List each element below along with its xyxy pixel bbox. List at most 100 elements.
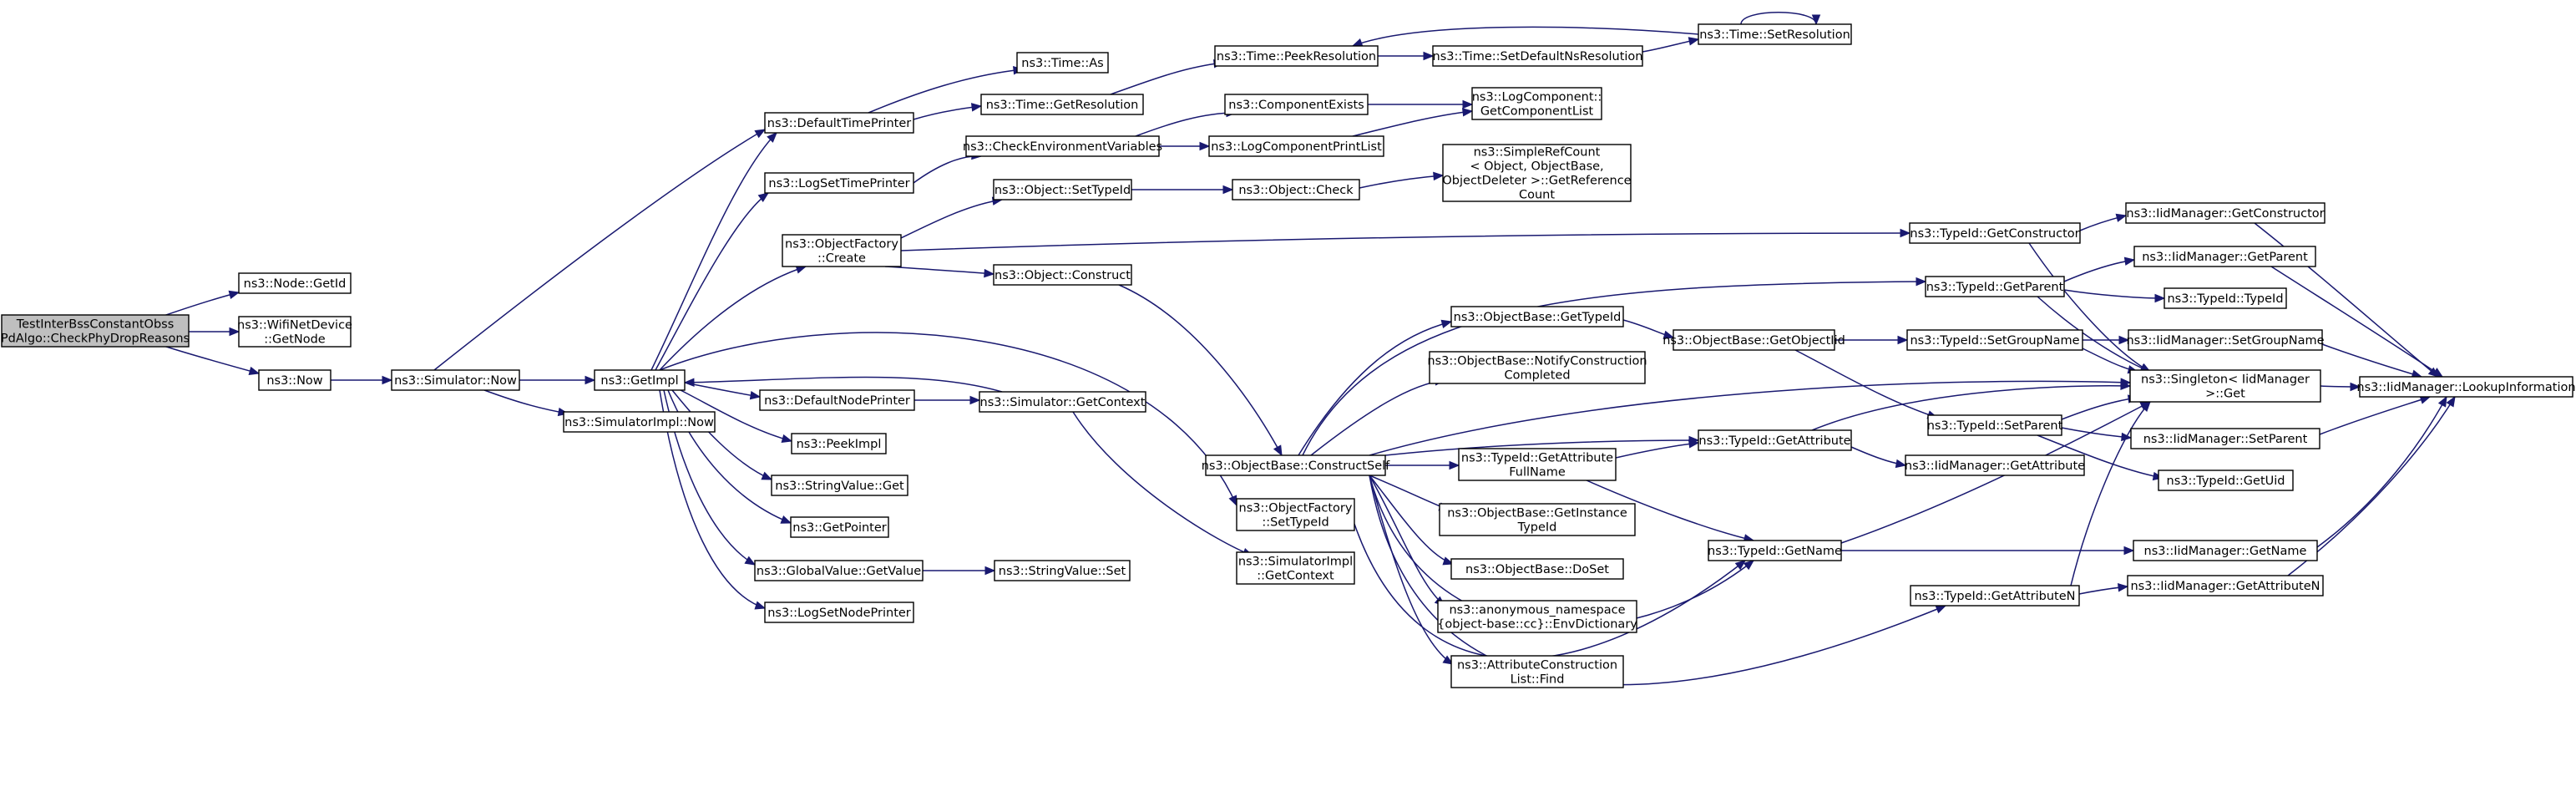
node-singletonGet[interactable]: ns3::Singleton< IidManager >::Get xyxy=(2129,369,2321,403)
node-box[interactable] xyxy=(2129,369,2321,403)
node-objConstruct[interactable]: ns3::Object::Construct xyxy=(993,264,1132,286)
node-simGetContext[interactable]: ns3::Simulator::GetContext xyxy=(979,391,1146,413)
node-box[interactable] xyxy=(764,602,914,623)
node-compExists[interactable]: ns3::ComponentExists xyxy=(1224,94,1369,115)
node-box[interactable] xyxy=(1214,45,1379,67)
node-now[interactable]: ns3::Now xyxy=(258,369,331,391)
node-timeAs[interactable]: ns3::Time::As xyxy=(1016,52,1109,74)
node-anonEnvDict[interactable]: ns3::anonymous_namespace{object-base::cc… xyxy=(1437,600,1637,633)
node-iidMgrSetParent[interactable]: ns3::IidManager::SetParent xyxy=(2130,428,2320,449)
node-box[interactable] xyxy=(1910,585,2080,607)
node-box[interactable] xyxy=(391,369,520,391)
node-box[interactable] xyxy=(764,112,914,134)
node-box[interactable] xyxy=(1016,52,1109,74)
node-box[interactable] xyxy=(1925,276,2065,297)
node-strValSet[interactable]: ns3::StringValue::Set xyxy=(994,560,1131,581)
node-timeSetDefNsRes[interactable]: ns3::Time::SetDefaultNsResolution xyxy=(1432,45,1643,67)
node-wifiGetNode[interactable]: ns3::WifiNetDevice::GetNode xyxy=(237,316,352,348)
node-objBaseDoSet[interactable]: ns3::ObjectBase::DoSet xyxy=(1450,558,1624,580)
node-box[interactable] xyxy=(1208,135,1384,157)
node-simpleRefCount[interactable]: ns3::SimpleRefCount< Object, ObjectBase,… xyxy=(1442,144,1632,202)
node-box[interactable] xyxy=(764,172,914,194)
node-box[interactable] xyxy=(2133,540,2318,561)
node-box[interactable] xyxy=(754,560,924,581)
node-box[interactable] xyxy=(2130,428,2320,449)
node-iidMgrGetParent[interactable]: ns3::IidManager::GetParent xyxy=(2133,246,2316,267)
node-box[interactable] xyxy=(782,234,902,267)
node-getImpl[interactable]: ns3::GetImpl xyxy=(594,369,686,391)
node-typeIdGetName[interactable]: ns3::TypeId::GetName xyxy=(1708,540,1842,561)
node-simNow[interactable]: ns3::Simulator::Now xyxy=(391,369,520,391)
node-box[interactable] xyxy=(1698,23,1852,45)
node-box[interactable] xyxy=(1442,144,1632,202)
node-checkEnv[interactable]: ns3::CheckEnvironmentVariables xyxy=(963,135,1162,157)
node-objBaseNotify[interactable]: ns3::ObjectBase::NotifyConstructionCompl… xyxy=(1427,351,1647,384)
node-box[interactable] xyxy=(1927,414,2062,436)
node-iidMgrSetGroupName[interactable]: ns3::IidManager::SetGroupName xyxy=(2126,329,2325,351)
node-getPointer[interactable]: ns3::GetPointer xyxy=(790,516,889,538)
node-box[interactable] xyxy=(563,411,716,433)
node-objBaseGetTypeId[interactable]: ns3::ObjectBase::GetTypeId xyxy=(1450,306,1624,327)
node-objSetTypeId[interactable]: ns3::Object::SetTypeId xyxy=(993,179,1132,201)
node-box[interactable] xyxy=(1437,600,1637,633)
node-objBaseGetObjectIid[interactable]: ns3::ObjectBase::GetObjectIid xyxy=(1663,329,1845,351)
node-box[interactable] xyxy=(1429,351,1646,384)
node-root[interactable]: TestInterBssConstantObssPdAlgo::CheckPhy… xyxy=(1,314,190,348)
node-objCheck[interactable]: ns3::Object::Check xyxy=(1232,179,1360,201)
node-logCompPrintList[interactable]: ns3::LogComponentPrintList xyxy=(1208,135,1384,157)
node-simImplNow[interactable]: ns3::SimulatorImpl::Now xyxy=(563,411,716,433)
node-box[interactable] xyxy=(993,264,1132,286)
node-timeGetRes[interactable]: ns3::Time::GetResolution xyxy=(980,94,1144,115)
node-box[interactable] xyxy=(791,433,887,454)
node-defNodePrinter[interactable]: ns3::DefaultNodePrinter xyxy=(759,389,915,411)
node-box[interactable] xyxy=(2359,376,2573,398)
node-box[interactable] xyxy=(1450,655,1624,688)
node-box[interactable] xyxy=(1906,329,2083,351)
node-box[interactable] xyxy=(1471,87,1602,120)
node-logSetTimePrinter[interactable]: ns3::LogSetTimePrinter xyxy=(764,172,914,194)
node-typeIdTypeId[interactable]: ns3::TypeId::TypeId xyxy=(2164,287,2287,309)
node-globalValGet[interactable]: ns3::GlobalValue::GetValue xyxy=(754,560,924,581)
node-box[interactable] xyxy=(979,391,1146,413)
node-box[interactable] xyxy=(771,475,908,496)
node-box[interactable] xyxy=(993,179,1132,201)
node-box[interactable] xyxy=(980,94,1144,115)
node-iidMgrGetAttributeN[interactable]: ns3::IidManager::GetAttributeN xyxy=(2127,575,2324,596)
node-logSetNodePrinter[interactable]: ns3::LogSetNodePrinter xyxy=(764,602,914,623)
node-box[interactable] xyxy=(790,516,889,538)
node-box[interactable] xyxy=(994,560,1131,581)
node-box[interactable] xyxy=(594,369,686,391)
node-logCompGetList[interactable]: ns3::LogComponent::GetComponentList xyxy=(1471,87,1602,120)
node-box[interactable] xyxy=(1236,551,1355,585)
node-box[interactable] xyxy=(1439,503,1636,536)
node-box[interactable] xyxy=(2127,575,2324,596)
node-typeIdGetConstructor[interactable]: ns3::TypeId::GetConstructor xyxy=(1909,222,2081,244)
node-box[interactable] xyxy=(2164,287,2287,309)
node-box[interactable] xyxy=(238,272,352,294)
node-box[interactable] xyxy=(1708,540,1842,561)
node-box[interactable] xyxy=(238,316,352,348)
node-box[interactable] xyxy=(258,369,331,391)
node-typeIdSetParent[interactable]: ns3::TypeId::SetParent xyxy=(1927,414,2063,436)
node-iidMgrGetAttribute[interactable]: ns3::IidManager::GetAttribute xyxy=(1905,454,2085,476)
node-box[interactable] xyxy=(1698,429,1852,451)
node-box[interactable] xyxy=(759,389,915,411)
node-defTimePrinter[interactable]: ns3::DefaultTimePrinter xyxy=(764,112,914,134)
node-box[interactable] xyxy=(1909,222,2081,244)
node-iidMgrGetName[interactable]: ns3::IidManager::GetName xyxy=(2133,540,2318,561)
node-box[interactable] xyxy=(1205,454,1386,476)
node-objFactoryCreate[interactable]: ns3::ObjectFactory::Create xyxy=(782,234,902,267)
node-box[interactable] xyxy=(1450,306,1624,327)
node-typeIdGetAttributeN[interactable]: ns3::TypeId::GetAttributeN xyxy=(1910,585,2080,607)
node-box[interactable] xyxy=(965,135,1160,157)
node-box[interactable] xyxy=(1236,498,1355,531)
node-box[interactable] xyxy=(1,314,190,348)
node-objFactorySetTypeId[interactable]: ns3::ObjectFactory::SetTypeId xyxy=(1236,498,1355,531)
node-objBaseConstructSelf[interactable]: ns3::ObjectBase::ConstructSelf xyxy=(1202,454,1390,476)
node-iidMgrLookupInfo[interactable]: ns3::IidManager::LookupInformation xyxy=(2356,376,2576,398)
node-box[interactable] xyxy=(1224,94,1369,115)
node-box[interactable] xyxy=(2128,329,2323,351)
node-timeSetRes[interactable]: ns3::Time::SetResolution xyxy=(1698,23,1852,45)
